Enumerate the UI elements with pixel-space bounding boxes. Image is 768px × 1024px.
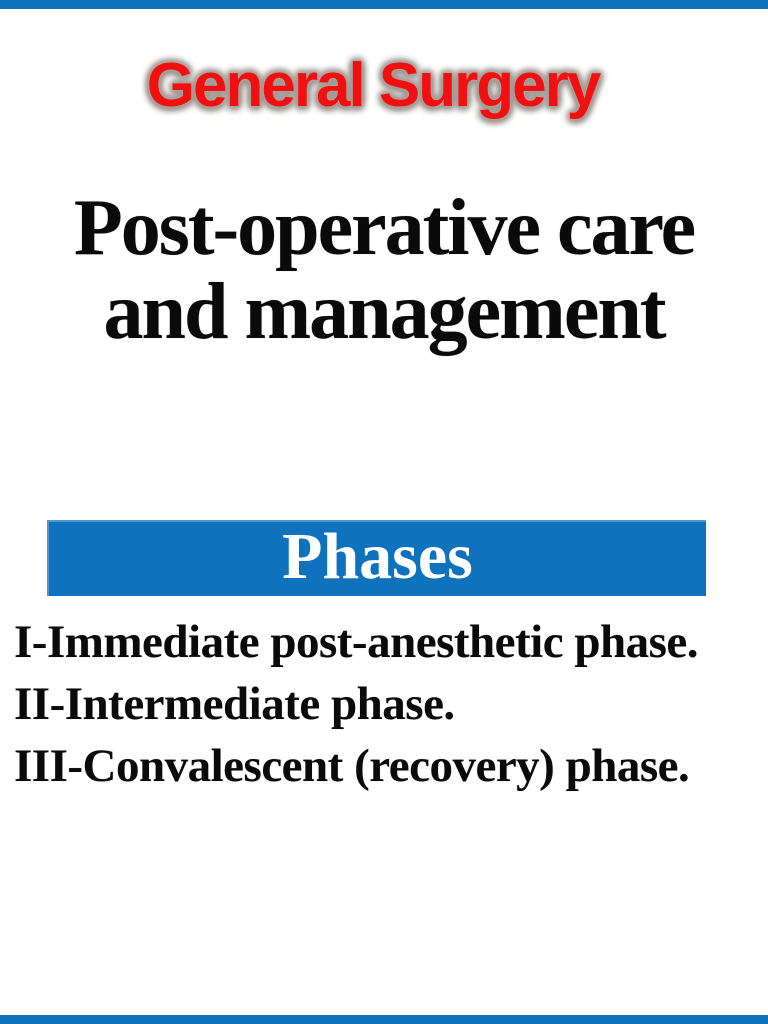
top-border-bar bbox=[0, 0, 768, 9]
phase-list-item: II-Intermediate phase. bbox=[14, 678, 455, 730]
course-title: General Surgery bbox=[146, 51, 601, 120]
slide-title-line2: and management bbox=[103, 268, 667, 356]
phases-banner: Phases bbox=[47, 520, 706, 596]
bottom-border-bar bbox=[0, 1015, 768, 1024]
slide-title-line1: Post-operative care bbox=[73, 184, 696, 272]
phases-list: I-Immediate post-anesthetic phase. II-In… bbox=[14, 611, 764, 797]
phase-list-item: III-Convalescent (recovery) phase. bbox=[14, 740, 690, 792]
phase-list-item: I-Immediate post-anesthetic phase. bbox=[14, 616, 699, 668]
slide-title: Post-operative care and management bbox=[0, 186, 768, 354]
phases-banner-label: Phases bbox=[282, 520, 473, 593]
